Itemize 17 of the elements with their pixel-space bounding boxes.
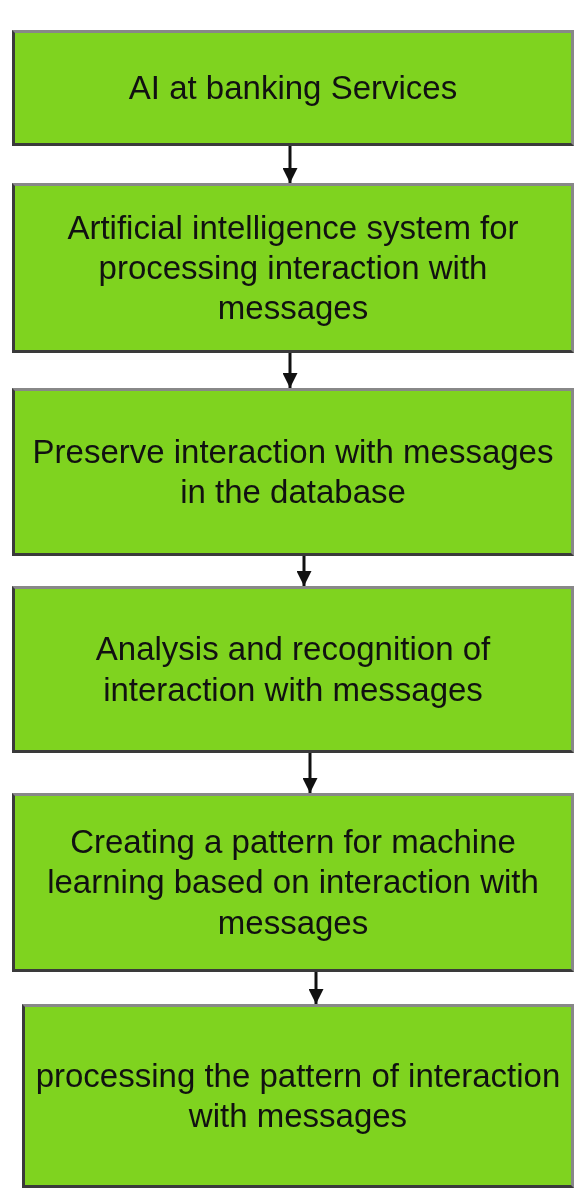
box-label: Preserve interaction with messages in the database (31, 431, 555, 512)
process-box (12, 586, 574, 753)
box-label: Analysis and recognition of interaction with messages (94, 629, 492, 710)
arrow (296, 556, 312, 586)
arrow (282, 146, 298, 183)
process-box (12, 183, 574, 353)
box-label: Creating a pattern for machine learning based on interaction with messages (46, 822, 540, 943)
process-box (12, 388, 574, 556)
arrow (302, 753, 318, 793)
box-label: AI at banking Services (128, 67, 458, 108)
box-label: Artificial intelligence system for processing interaction with messages (66, 207, 520, 329)
process-box (12, 793, 574, 972)
process-box (12, 30, 574, 146)
process-box (22, 1004, 574, 1188)
arrow (308, 972, 324, 1004)
arrow (282, 353, 298, 388)
box-label: processing the pattern of interaction with messages (34, 1055, 562, 1136)
